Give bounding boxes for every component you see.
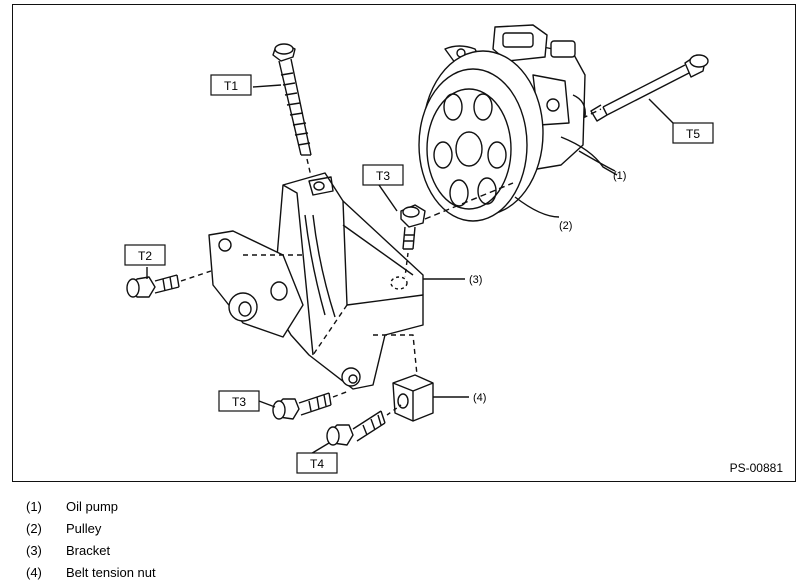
bolt-t3-upper	[400, 182, 514, 278]
torque-tag-t3-lower: T3	[218, 390, 260, 412]
torque-tag-t5: T5	[672, 122, 714, 144]
long-bolt-t5	[572, 54, 709, 124]
torque-tag-label: T1	[224, 79, 238, 93]
torque-tag-label: T3	[376, 169, 390, 183]
legend-number: (1)	[26, 499, 42, 514]
legend-number: (2)	[26, 521, 42, 536]
torque-tag-label: T5	[686, 127, 700, 141]
diagram-frame: T1 T2 T3 T3 T4 T5 (1) (2) (3) (4) PS-008…	[12, 4, 796, 482]
parts-legend: (1) Oil pump (2) Pulley (3) Bracket (4) …	[26, 496, 156, 584]
torque-tag-t4: T4	[296, 452, 338, 474]
legend-number: (3)	[26, 543, 42, 558]
bolt-t4	[326, 404, 402, 446]
torque-tag-label: T3	[232, 395, 246, 409]
callout-1: (1)	[613, 170, 626, 182]
legend-text: Belt tension nut	[66, 565, 156, 580]
bolt-t2	[126, 270, 212, 298]
figure-reference-code: PS-00881	[729, 461, 783, 475]
torque-tag-label: T4	[310, 457, 324, 471]
callout-4: (4)	[473, 392, 486, 404]
bolt-t3-lower	[272, 390, 350, 420]
bolt-t1	[272, 43, 314, 186]
legend-number: (4)	[26, 565, 42, 580]
legend-text: Pulley	[66, 521, 102, 536]
belt-tension-nut	[392, 374, 434, 422]
legend-item: (3) Bracket	[26, 540, 156, 562]
exploded-assembly-drawing: T1 T2 T3 T3 T4 T5 (1) (2) (3) (4)	[124, 24, 714, 474]
bracket	[208, 172, 424, 390]
legend-text: Oil pump	[66, 499, 119, 514]
torque-tag-t1: T1	[210, 74, 252, 96]
legend-item: (2) Pulley	[26, 518, 156, 540]
callout-3: (3)	[469, 274, 482, 286]
legend-text: Bracket	[66, 543, 111, 558]
torque-tag-t2: T2	[124, 244, 166, 266]
torque-tag-t3-upper: T3	[362, 164, 404, 186]
legend-item: (1) Oil pump	[26, 496, 156, 518]
torque-tag-label: T2	[138, 249, 152, 263]
callout-2: (2)	[559, 220, 572, 232]
legend-item: (4) Belt tension nut	[26, 562, 156, 584]
pulley	[418, 50, 544, 222]
